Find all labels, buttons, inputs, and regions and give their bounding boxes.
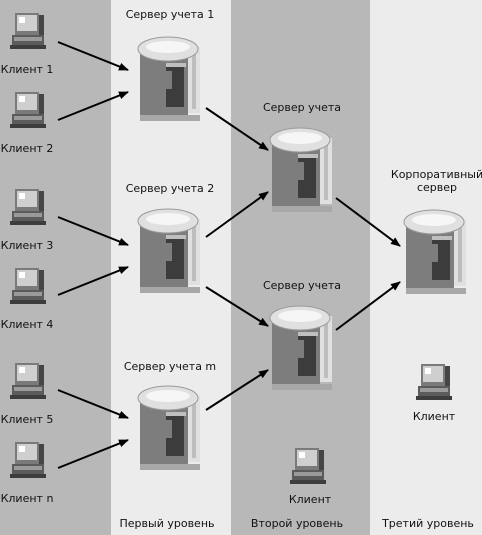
client-computer-icon xyxy=(290,448,326,484)
server-m-label: Сервер учета m xyxy=(123,360,217,373)
client-label: Клиент 1 xyxy=(0,63,54,76)
server-icon xyxy=(269,305,332,390)
client-label: Клиент 2 xyxy=(0,142,54,155)
second-level-band xyxy=(231,0,370,535)
level2-server-b-label: Сервер учета xyxy=(262,279,342,292)
arrow-server2-to-l2b xyxy=(205,286,269,327)
arrow-client5-to-serverm xyxy=(57,389,129,419)
server-icon xyxy=(137,36,200,121)
client-label: Клиент 4 xyxy=(0,318,54,331)
client-computer-icon xyxy=(10,268,46,304)
client-computer-icon xyxy=(10,92,46,128)
client-computer-icon xyxy=(10,363,46,399)
arrow-l2a-to-corporate xyxy=(335,197,401,247)
client-label: Клиент n xyxy=(0,492,54,505)
corporate-server-label-line2: сервер xyxy=(416,181,458,194)
server-1-label: Сервер учета 1 xyxy=(125,8,215,21)
second-level-label: Второй уровень xyxy=(250,517,344,530)
third-level-label: Третий уровень xyxy=(382,517,474,530)
server-icon xyxy=(137,385,200,470)
client-computer-icon xyxy=(10,442,46,478)
arrow-clientn-to-serverm xyxy=(57,439,129,469)
client-label: Клиент 3 xyxy=(0,239,54,252)
level2-client-label: Клиент xyxy=(288,493,332,506)
arrow-client4-to-server2 xyxy=(57,266,129,296)
arrow-server2-to-l2a xyxy=(205,191,269,238)
arrow-client2-to-server1 xyxy=(57,91,129,121)
corporate-server-icon xyxy=(403,209,466,294)
arrow-client1-to-server1 xyxy=(57,41,129,71)
arrow-serverm-to-l2b xyxy=(205,369,269,411)
client-label: Клиент 5 xyxy=(0,413,54,426)
level3-client-label: Клиент xyxy=(412,410,456,423)
server-icon xyxy=(269,127,332,212)
arrow-client3-to-server2 xyxy=(57,216,129,246)
client-computer-icon xyxy=(416,364,452,400)
arrow-server1-to-l2a xyxy=(205,107,269,151)
client-computer-icon xyxy=(10,13,46,49)
level2-server-a-label: Сервер учета xyxy=(262,101,342,114)
client-computer-icon xyxy=(10,189,46,225)
server-2-label: Сервер учета 2 xyxy=(125,182,215,195)
corporate-server-label-line1: Корпоративный xyxy=(390,168,482,181)
arrow-l2b-to-corporate xyxy=(335,281,401,331)
first-level-label: Первый уровень xyxy=(119,517,215,530)
server-icon xyxy=(137,208,200,293)
